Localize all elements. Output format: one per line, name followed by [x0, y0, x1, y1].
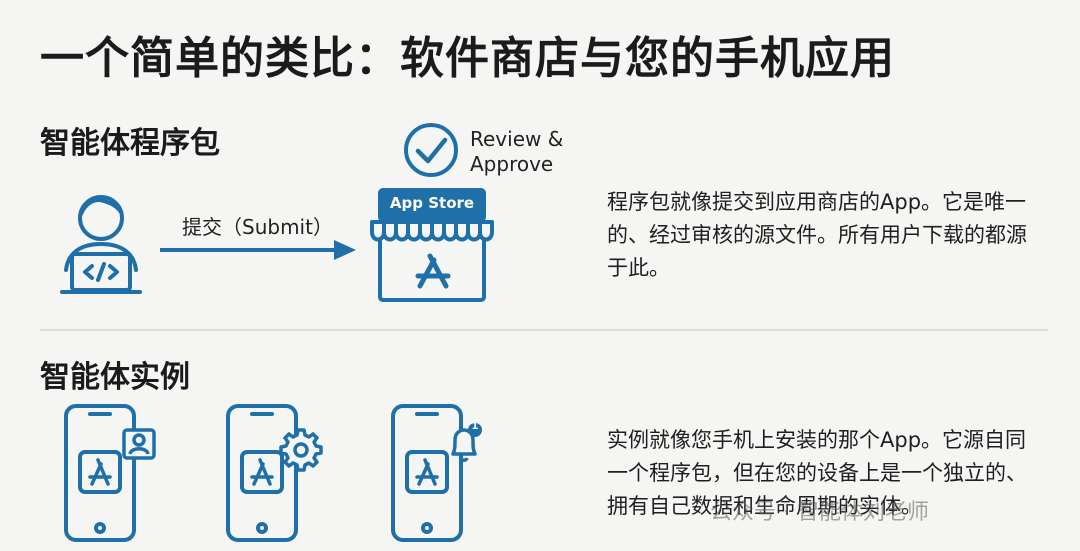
- page-title: 一个简单的类比：软件商店与您的手机应用: [40, 33, 895, 84]
- app-store-icon: [370, 188, 494, 302]
- developer-icon: [60, 195, 142, 294]
- watermark: 公众号 · 智能体刘老师: [710, 500, 929, 525]
- check-circle-icon: [404, 123, 458, 177]
- phone-instance-notification: [391, 404, 482, 542]
- review-approve-label: Review & Approve: [470, 127, 563, 177]
- instance-description: 实例就像您手机上安装的那个App。它源自同一个程序包，但在您的设备上是一个独立的…: [607, 428, 1027, 518]
- section-divider: [40, 329, 1048, 331]
- package-heading: 智能体程序包: [40, 126, 220, 161]
- review-label-line1: Review &: [470, 127, 564, 151]
- review-label-line2: Approve: [470, 152, 554, 176]
- submit-arrow: [160, 240, 356, 260]
- phone-instance-user: [64, 404, 156, 542]
- package-description: 程序包就像提交到应用商店的App。它是唯一的、经过审核的源文件。所有用户下载的都…: [607, 190, 1027, 280]
- submit-label: 提交（Submit）: [182, 215, 333, 239]
- bell-notification-icon: [451, 423, 482, 462]
- app-store-sign: App Store: [389, 194, 475, 212]
- notification-count: 1: [471, 421, 479, 432]
- gear-icon: [279, 428, 323, 472]
- phone-instance-settings: [226, 404, 323, 542]
- user-profile-icon: [122, 428, 156, 460]
- instance-heading: 智能体实例: [40, 360, 190, 395]
